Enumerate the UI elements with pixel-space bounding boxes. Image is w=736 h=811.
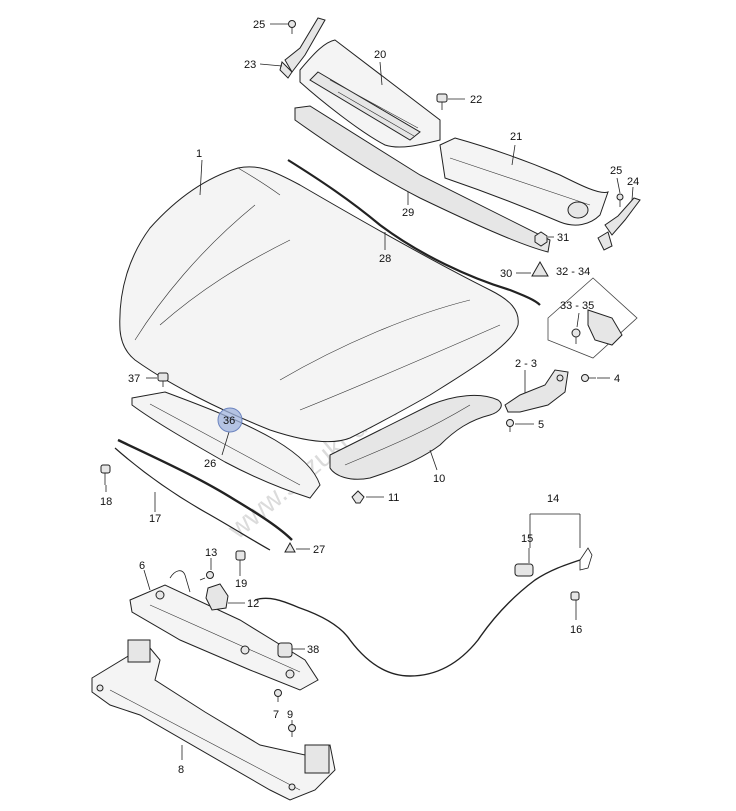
hood-lock-rod bbox=[169, 570, 191, 593]
cowl-top-panel bbox=[299, 39, 441, 148]
bolt-icon bbox=[288, 724, 296, 737]
callout-16: 16 bbox=[570, 624, 582, 636]
cowl-weatherstrip bbox=[294, 105, 551, 253]
hood-release-cable bbox=[254, 559, 581, 677]
callout-29: 29 bbox=[402, 207, 414, 219]
clip-icon bbox=[235, 550, 246, 572]
callout-27: 27 bbox=[313, 544, 325, 556]
callout-33-35: 33 - 35 bbox=[560, 300, 594, 312]
highlight-marker[interactable] bbox=[217, 407, 243, 433]
front-reinforcement-beam bbox=[91, 639, 336, 801]
callout-30: 30 bbox=[500, 268, 512, 280]
hood-front-seal-2 bbox=[114, 447, 271, 551]
clip-icon bbox=[436, 93, 448, 110]
part-group-box bbox=[547, 277, 638, 359]
callout-15: 15 bbox=[521, 533, 533, 545]
callout-12: 12 bbox=[247, 598, 259, 610]
callout-31: 31 bbox=[557, 232, 569, 244]
clip-icon bbox=[100, 464, 111, 485]
leader-33-35 bbox=[576, 312, 580, 328]
callout-labels: 1 2 - 3 4 5 6 7 8 9 10 11 12 13 14 15 16… bbox=[100, 19, 639, 776]
nut-icon bbox=[571, 328, 581, 344]
callout-21: 21 bbox=[510, 131, 522, 143]
callout-11: 11 bbox=[388, 492, 399, 504]
callout-19: 19 bbox=[235, 578, 247, 590]
clip-icon bbox=[284, 541, 296, 553]
bolt-icon bbox=[581, 374, 596, 382]
leader-1 bbox=[199, 159, 203, 196]
callout-28: 28 bbox=[379, 253, 391, 265]
leader-23 bbox=[259, 63, 283, 67]
callout-6: 6 bbox=[139, 560, 145, 572]
hood-front-seal bbox=[117, 438, 293, 541]
clip-icon bbox=[531, 260, 549, 277]
callout-23: 23 bbox=[244, 59, 256, 71]
handle-icon bbox=[514, 563, 534, 577]
clip-icon bbox=[157, 372, 169, 387]
callout-25b: 25 bbox=[610, 165, 622, 177]
bolt-icon bbox=[274, 689, 282, 702]
callout-5: 5 bbox=[538, 419, 544, 431]
callout-17: 17 bbox=[149, 513, 161, 525]
callout-24: 24 bbox=[627, 176, 639, 188]
leader-21 bbox=[511, 144, 516, 166]
callout-36[interactable]: 36 bbox=[223, 415, 235, 427]
hood-lock-support bbox=[129, 584, 319, 691]
hood-rear-seal bbox=[329, 395, 502, 480]
callout-2-3: 2 - 3 bbox=[515, 358, 537, 370]
callout-20: 20 bbox=[374, 49, 386, 61]
clip-icon bbox=[570, 591, 580, 601]
callout-13: 13 bbox=[205, 547, 217, 559]
screw-icon bbox=[288, 20, 296, 34]
cowl-bracket-left bbox=[279, 17, 326, 79]
callout-18: 18 bbox=[100, 496, 112, 508]
callout-4: 4 bbox=[614, 373, 620, 385]
bumper-icon bbox=[277, 642, 293, 658]
leader-25b bbox=[616, 177, 621, 194]
leader-24 bbox=[631, 186, 634, 201]
bolt-icon bbox=[506, 419, 514, 432]
hood-lock bbox=[205, 583, 229, 611]
hood-hinge bbox=[504, 369, 569, 413]
callout-22: 22 bbox=[470, 94, 482, 106]
callout-10: 10 bbox=[433, 473, 445, 485]
callout-1: 1 bbox=[196, 148, 202, 160]
callout-8: 8 bbox=[178, 764, 184, 776]
callout-14: 14 bbox=[547, 493, 559, 505]
callout-38: 38 bbox=[307, 644, 319, 656]
bolt-icon bbox=[199, 571, 214, 581]
screw-icon bbox=[616, 193, 624, 207]
leader-6 bbox=[143, 569, 151, 591]
cowl-side-panel bbox=[439, 137, 609, 226]
callout-26: 26 bbox=[204, 458, 216, 470]
hood-seal-strip bbox=[287, 159, 541, 306]
callout-32-34: 32 - 34 bbox=[556, 266, 590, 278]
callout-37: 37 bbox=[128, 373, 140, 385]
leader-26 bbox=[221, 431, 230, 456]
callout-25a: 25 bbox=[253, 19, 265, 31]
leader-10 bbox=[429, 449, 438, 471]
nut-icon bbox=[534, 231, 548, 247]
leader-20 bbox=[379, 61, 383, 86]
clip-icon bbox=[351, 490, 365, 504]
callout-9: 9 bbox=[287, 709, 293, 721]
cowl-bracket-right bbox=[597, 197, 641, 251]
cable-end bbox=[579, 547, 593, 571]
callout-7: 7 bbox=[273, 709, 279, 721]
